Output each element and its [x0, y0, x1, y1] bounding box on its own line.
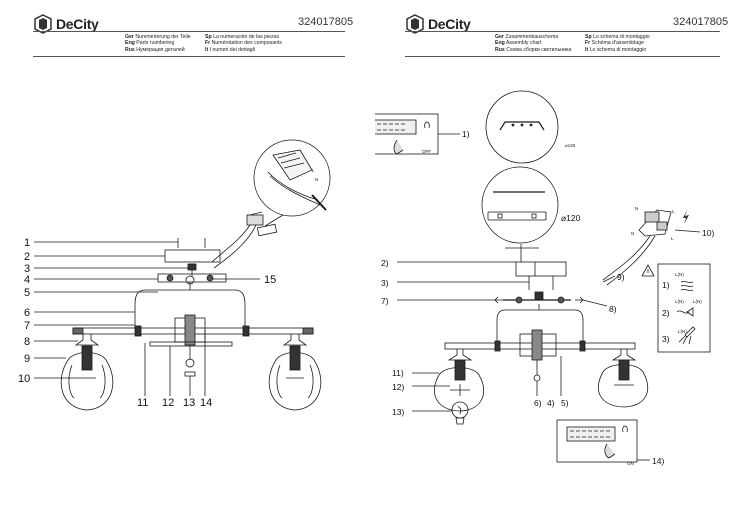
step-2: 2): [381, 258, 389, 268]
step-1: 1): [462, 129, 470, 139]
step-10: 10): [702, 228, 714, 238]
header-rule: [33, 31, 345, 32]
logo-text: DeCity: [428, 16, 471, 32]
brand-logo: DeCity: [33, 14, 99, 34]
title-block-col2: Sp La numeración de las piezas Fr Numéro…: [205, 34, 282, 53]
wire-step-2-label-b: L(N): [693, 299, 702, 304]
title-line-eng: Eng Parts numbering: [125, 40, 175, 47]
callout-7: 7: [24, 320, 30, 332]
logo-icon: [34, 14, 52, 34]
assembly-diagram: ⌀120 ⌀120 OFF ON N L N L 1) 2) 3) L(N) L…: [375, 90, 714, 466]
step-8: 8): [609, 304, 617, 314]
callout-12: 12: [162, 397, 174, 409]
title-line-ger: Ger Zusammenbauschema: [495, 34, 559, 40]
product-code: 324017805: [673, 16, 729, 28]
step-3: 3): [381, 278, 389, 288]
callout-6: 6: [24, 307, 30, 319]
step-5: 5): [561, 398, 569, 408]
header-rule-bottom: [33, 56, 345, 57]
left-page: DeCity 324017805 Ger Nummerierung der Te…: [18, 14, 354, 411]
title-line-sp: Sp Lo schema di montaggio: [585, 34, 650, 40]
step-13: 13): [392, 407, 404, 417]
lightning-icon: [683, 210, 689, 224]
title-line-sp: Sp La numeración de las piezas: [205, 34, 280, 40]
wire-label-n-top: N: [635, 206, 638, 211]
step-12: 12): [392, 382, 404, 392]
title-line-it: It Lo schema di montaggio: [585, 46, 647, 53]
wire-step-1: 1): [662, 280, 670, 290]
title-line-fr: Fr Schéma d'assemblage: [585, 40, 644, 47]
title-line-rus: Rus Нумерация деталей: [125, 46, 185, 53]
product-code: 324017805: [298, 16, 354, 28]
wire-label-n: N: [315, 177, 318, 182]
wire-label-l: L: [312, 168, 315, 173]
callout-13: 13: [183, 397, 195, 409]
callout-4: 4: [24, 274, 30, 286]
brand-logo-right: DeCity: [405, 14, 471, 34]
switch-off-label: OFF: [422, 149, 431, 154]
callout-3: 3: [24, 263, 30, 275]
title-line-fr: Fr Numérotation des composants: [205, 40, 282, 47]
header-rule: [405, 31, 720, 32]
callout-2: 2: [24, 251, 30, 263]
header-rule-bottom: [405, 56, 720, 57]
warning-icon: [641, 264, 655, 277]
wire-label-l-top: L: [672, 209, 675, 214]
callout-5: 5: [24, 287, 30, 299]
title-block-col2: Sp Lo schema di montaggio Fr Schéma d'as…: [585, 34, 650, 53]
title-line-it: It I numeri dei dettagli: [205, 46, 255, 53]
detail-circle: [253, 139, 331, 217]
step-4: 4): [547, 398, 555, 408]
logo-icon: [406, 14, 424, 34]
title-block: Ger Nummerierung der Teile Eng Parts num…: [125, 34, 191, 53]
callout-1: 1: [24, 237, 30, 249]
wire-step-1-label: L(N): [675, 272, 684, 277]
dim-1: ⌀120: [565, 143, 576, 148]
callout-9: 9: [24, 353, 30, 365]
step-11: 11): [392, 368, 404, 378]
right-page: DeCity 324017805 Ger Zusammenbauschema E…: [375, 0, 750, 530]
callout-8: 8: [24, 336, 30, 348]
title-line-eng: Eng Assembly chart: [495, 40, 542, 47]
title-block: Ger Zusammenbauschema Eng Assembly chart…: [495, 34, 571, 53]
step-14: 14): [652, 456, 664, 466]
step-6: 6): [534, 398, 542, 408]
wire-label-n-bottom: N: [631, 231, 634, 236]
callout-15: 15: [264, 274, 276, 286]
logo-text: DeCity: [56, 16, 99, 32]
wire-step-2: 2): [662, 308, 670, 318]
step-7: 7): [381, 296, 389, 306]
wire-step-2-label-a: L(N): [675, 299, 684, 304]
title-line-ger: Ger Nummerierung der Teile: [125, 34, 191, 40]
step-9: 9): [617, 272, 625, 282]
parts-diagram: L N 1 2 3 4 5 6 7 8 9 10 11 12 13 14 15: [18, 139, 331, 411]
wire-label-l-bottom: L: [671, 236, 674, 241]
switch-on-label: ON: [627, 461, 634, 466]
wire-step-3: 3): [662, 334, 670, 344]
callout-10: 10: [18, 373, 30, 385]
wire-step-3-label: L(N): [678, 329, 687, 334]
callout-14: 14: [200, 397, 212, 409]
dim-2: ⌀120: [561, 213, 581, 223]
callout-11: 11: [137, 397, 148, 409]
title-line-rus: Rus Схема сборки светильника: [495, 46, 572, 53]
